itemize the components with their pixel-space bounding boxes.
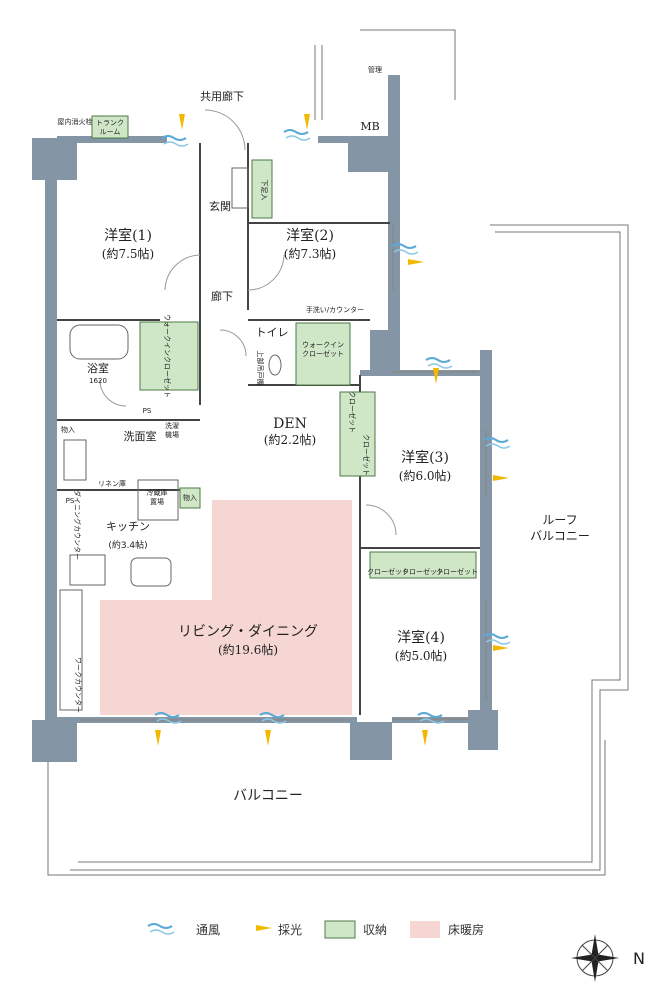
- room-labels: 洋室(1) (約7.5帖) 洋室(2) (約7.3帖) 洋室(3) (約6.0帖…: [87, 199, 451, 663]
- indoor-fire-hydrant-label: 屋内消火栓: [58, 117, 93, 126]
- mb-label: MB: [360, 120, 379, 133]
- fridge-label-1: 冷蔵庫: [147, 488, 168, 497]
- room-western3-name: 洋室(3): [401, 449, 449, 466]
- legend-heating-label: 床暖房: [448, 922, 484, 937]
- walkin-closet-label-2a: ウォークイン: [302, 341, 344, 349]
- daylight-icon: [256, 925, 272, 931]
- room-den-size: (約2.2帖): [264, 432, 316, 447]
- storage-kitchen-label: 物入: [183, 493, 197, 502]
- common-corridor-label: 共用廊下: [200, 89, 244, 103]
- walkin-closet-label-2b: クローゼット: [302, 349, 344, 358]
- trunk-room-label-2: ルーム: [100, 128, 121, 136]
- room-toilet-name: トイレ: [256, 326, 289, 339]
- roof-balcony-label-2: バルコニー: [530, 529, 590, 543]
- compass-icon: N: [571, 934, 645, 982]
- room-western4-name: 洋室(4): [397, 629, 445, 646]
- compass-north-label: N: [633, 949, 645, 968]
- floor-heating-area: [100, 500, 352, 715]
- ventilation-icon: [147, 923, 175, 935]
- walls: [32, 75, 498, 762]
- room-bath-size: 1620: [89, 377, 107, 385]
- room-western3-size: (約6.0帖): [399, 468, 451, 483]
- room-kitchen-size: (約3.4帖): [108, 539, 147, 551]
- pipe-space-label: 管理: [368, 65, 382, 74]
- shoe-cabinet-label: 下足入: [260, 180, 268, 201]
- room-western1-size: (約7.5帖): [102, 246, 154, 261]
- room-western1-name: 洋室(1): [104, 227, 152, 244]
- legend: 通風 採光 収納 床暖房: [147, 920, 484, 939]
- room-ldk-size: (約19.6帖): [218, 642, 278, 657]
- dining-counter-label: ダイニングカウンター: [73, 490, 82, 560]
- room-western2-name: 洋室(2): [286, 227, 334, 244]
- room-ldk-name: リビング・ダイニング: [178, 624, 318, 640]
- laundry-label-1: 洗濯: [165, 421, 179, 430]
- roof-balcony-label-1: ルーフ: [542, 513, 577, 527]
- linen-label: リネン庫: [98, 479, 126, 488]
- legend-daylight-label: 採光: [278, 923, 302, 937]
- ps-label-2: PS: [66, 497, 75, 505]
- room-washroom-name: 洗面室: [124, 429, 157, 443]
- closet-label-e: クローゼット: [436, 567, 478, 576]
- laundry-label-2: 機場: [165, 430, 179, 439]
- storage-swatch: [324, 920, 356, 939]
- room-kitchen-name: キッチン: [106, 520, 150, 533]
- room-entrance-name: 玄関: [209, 199, 231, 213]
- toilet-shelf-label: 上部吊戸棚: [256, 351, 265, 386]
- balcony-label: バルコニー: [233, 788, 303, 804]
- work-counter-label: ワークカウンター: [74, 657, 83, 713]
- storage-areas: [91, 115, 477, 579]
- floor-heating-swatch: [410, 921, 440, 938]
- walkin-closet-label-1: ウォークインクローゼット: [163, 314, 172, 398]
- closet-label-b: クローゼット: [362, 434, 371, 476]
- doors: [99, 109, 397, 536]
- room-den-name: DEN: [273, 416, 307, 432]
- closet-label-a: クローゼット: [348, 391, 357, 433]
- fridge-label-2: 置場: [150, 497, 164, 506]
- minor-labels: 共用廊下 バルコニー ルーフ バルコニー MB トランク ルーム 屋内消火栓 管…: [58, 65, 590, 804]
- legend-storage-label: 収納: [363, 923, 387, 937]
- hand-wash-counter-label: 手洗い/カウンター: [306, 305, 364, 314]
- fixtures: [59, 167, 282, 711]
- ps-label-1: PS: [143, 407, 152, 415]
- storage-wash-label: 物入: [61, 425, 75, 434]
- room-western4-size: (約5.0帖): [395, 648, 447, 663]
- legend-ventilation-label: 通風: [196, 923, 220, 937]
- closet-label-c: クローゼット: [367, 567, 409, 576]
- balcony-outlines: [47, 29, 629, 876]
- room-bath-name: 浴室: [87, 361, 109, 375]
- closet-label-d: クローゼット: [402, 567, 444, 576]
- room-hallway-name: 廊下: [211, 289, 233, 303]
- room-western2-size: (約7.3帖): [284, 246, 336, 261]
- trunk-room-label-1: トランク: [96, 119, 124, 127]
